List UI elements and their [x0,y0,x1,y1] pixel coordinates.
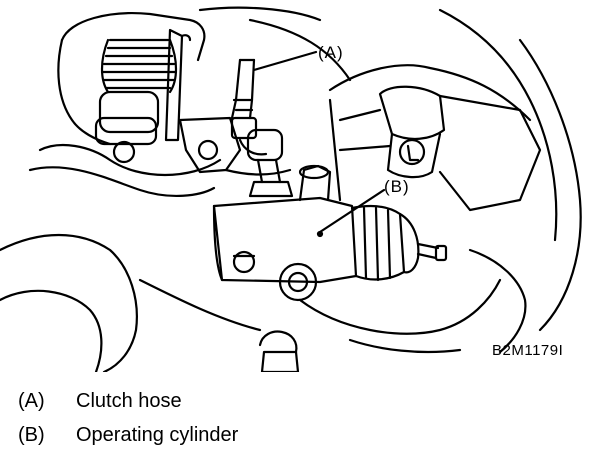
legend: (A) Clutch hose (B) Operating cylinder [18,390,598,458]
lower-bolt [258,330,300,372]
figure-id: B2M1179I [492,342,564,359]
push-rod [416,242,448,262]
legend-key: (B) [18,424,45,446]
callout-b: (B) [384,177,410,196]
legend-label: Clutch hose [76,390,182,412]
legend-item-b: (B) Operating cylinder [18,424,598,458]
legend-item-a: (A) Clutch hose [18,390,598,424]
clutch-hose [230,58,294,198]
leader-line-a [252,50,318,72]
legend-key: (A) [18,390,45,412]
operating-cylinder-boot [350,204,420,282]
leader-line-b [318,188,386,234]
mounting-bracket [178,116,292,176]
transmission-housing [0,6,582,372]
callout-a: (A) [318,43,344,62]
legend-label: Operating cylinder [76,424,239,446]
clutch-assembly-illustration: (A) (B) [0,6,582,372]
release-fork [328,85,542,212]
operating-cylinder-body [212,164,358,302]
return-spring [94,28,192,164]
